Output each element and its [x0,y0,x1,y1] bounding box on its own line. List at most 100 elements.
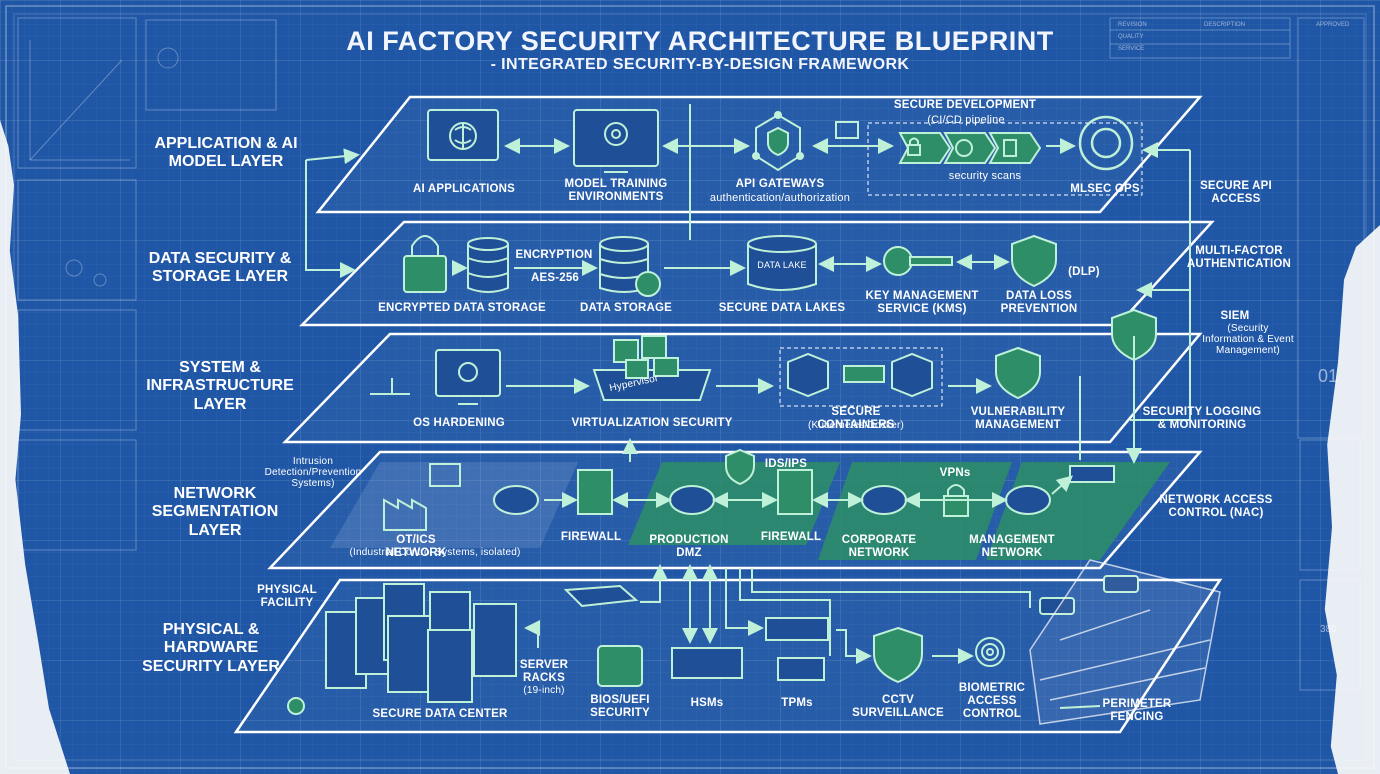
lock-icon [907,137,921,156]
mlsecops-label: MLSEC OPS [1070,183,1140,195]
aes-label: AES-256 [530,272,580,284]
factory-icon [383,498,427,531]
padlock-icon [403,235,447,293]
shield-lock-icon [995,346,1041,400]
firewall-2-label: FIREWALL [760,531,822,543]
api-gateways-label: API GATEWAYS [735,178,825,190]
otics-zone [330,462,578,548]
model-training-label: MODEL TRAINING ENVIRONMENTS [564,178,668,203]
shield-lock-icon [1011,234,1057,288]
title-block-revision: REVISION [1118,22,1147,28]
kms-label: KEY MANAGEMENT SERVICE (KMS) [865,290,979,315]
bios-security-label: BIOS/UEFI SECURITY [590,694,650,719]
tpm-icon [777,657,825,681]
containers-group [779,347,943,407]
document-icon [1003,139,1017,157]
security-scans-label: security scans [948,170,1022,182]
brain-icon [427,109,499,161]
connection-arrows [305,104,1191,709]
encrypted-storage-label: ENCRYPTED DATA STORAGE [378,302,546,314]
layer-label-system: SYSTEM & INFRASTRUCTURE LAYER [146,359,294,413]
container-icons [787,352,933,398]
chip-icon [597,645,643,687]
hsm-device-icon [765,617,829,641]
ids-ips-label: IDS/IPS [764,458,808,470]
shield-lock-icon [873,626,923,684]
ai-applications-label: AI APPLICATIONS [412,183,516,195]
layer-label-network: NETWORK SEGMENTATION LAYER [151,485,279,539]
layer-label-application: APPLICATION & AI MODEL LAYER [154,135,298,171]
otics-sub-label: (Industrial Control Systems, isolated) [349,547,521,558]
cicd-label: (CI/CD pipeline [927,114,1005,126]
cctv-label: CCTV SURVEILLANCE [852,694,944,719]
fingerprint-icon [975,637,1005,667]
production-dmz-label: PRODUCTION DMZ [649,534,729,559]
vpns-label: VPNs [939,467,971,479]
encryption-label: ENCRYPTION [515,249,593,261]
biometric-label: BIOMETRIC ACCESS CONTROL [958,682,1026,720]
key-icon [883,246,953,276]
server-unit-icon [563,584,639,608]
dlp-label: DATA LOSS PREVENTION [1000,290,1078,315]
secure-development-label: SECURE DEVELOPMENT [893,99,1037,111]
dlp-abbr-label: (DLP) [1068,266,1100,278]
physical-facility-label: PHYSICAL FACILITY [257,584,317,609]
brain-gear-icon [1078,115,1134,171]
os-hardening-label: OS HARDENING [413,417,505,429]
title-block-scale: 380 [1320,624,1337,635]
check-icon [955,139,973,157]
title-block-service: SERVICE [1118,46,1145,52]
corporate-network-label: CORPORATE NETWORK [841,534,917,559]
monitor-gear-icon [435,349,501,405]
siem-sub-label: (Security Information & Event Management… [1202,323,1294,357]
title-block-page-code: 01 [1318,366,1339,386]
database-icon [599,236,661,297]
secure-containers-label: SECURE CONTAINERS [817,406,895,431]
perimeter-fencing-label: PERIMETER FENCING [1102,698,1172,723]
ids-monitor-icon [429,463,461,487]
page-frame [5,5,1375,769]
tpms-label: TPMs [781,697,813,709]
mfa-label: MULTI-FACTOR AUTHENTICATION [1186,245,1292,270]
person-icon [287,697,305,715]
vulnerability-management-label: VULNERABILITY MANAGEMENT [970,406,1066,431]
containers-sub-label: (Kubernetes/Docker) [807,420,905,431]
secure-data-lakes-label: SECURE DATA LAKES [718,302,846,314]
server-rack-icon [325,583,517,703]
system-layer-plane [282,332,1203,444]
page-title: AI FACTORY SECURITY ARCHITECTURE BLUEPRI… [346,26,1054,56]
management-network-label: MANAGEMENT NETWORK [969,534,1055,559]
title-block-quality: QUALITY [1118,34,1144,40]
title-block-description: DESCRIPTION [1204,22,1246,28]
api-auth-label: authentication/authorization [709,192,851,204]
gear-monitor-icon [573,109,659,173]
layer-label-data: DATA SECURITY & STORAGE LAYER [148,250,292,286]
siem-label: SIEM [1220,310,1250,322]
syringe-icon [370,378,410,395]
data-lake-icon-label: DATA LAKE [757,260,807,270]
layer-label-physical: PHYSICAL & HARDWARE SECURITY LAYER [142,621,280,675]
cubes-icon [592,335,712,401]
database-icon [467,237,509,293]
side-sketches [17,17,1365,691]
firewall-icon [577,469,813,515]
secure-dev-group [867,122,1143,196]
fence-icon [1029,559,1221,725]
virtualization-security-label: VIRTUALIZATION SECURITY [571,417,733,429]
title-block-approved: APPROVED [1316,22,1350,28]
nac-label: NETWORK ACCESS CONTROL (NAC) [1159,494,1273,519]
hsms-label: HSMs [690,697,724,709]
intrusion-label: Intrusion Detection/Prevention Systems) [264,456,362,490]
security-logging-label: SECURITY LOGGING & MONITORING [1142,406,1262,431]
secure-data-center-label: SECURE DATA CENTER [372,708,508,720]
server-racks-label: SERVER RACKS [519,659,569,684]
secure-api-access-label: SECURE API ACCESS [1200,180,1272,205]
firewall-1-label: FIREWALL [560,531,622,543]
server-racks-sub-label: (19-inch) [523,685,565,696]
otics-network-label: OT/ICS NETWORK [385,534,447,559]
switch-icon [1069,465,1115,483]
hsm-icon [671,647,743,679]
data-lake-icon [747,235,817,291]
camera-icon [1039,575,1139,615]
